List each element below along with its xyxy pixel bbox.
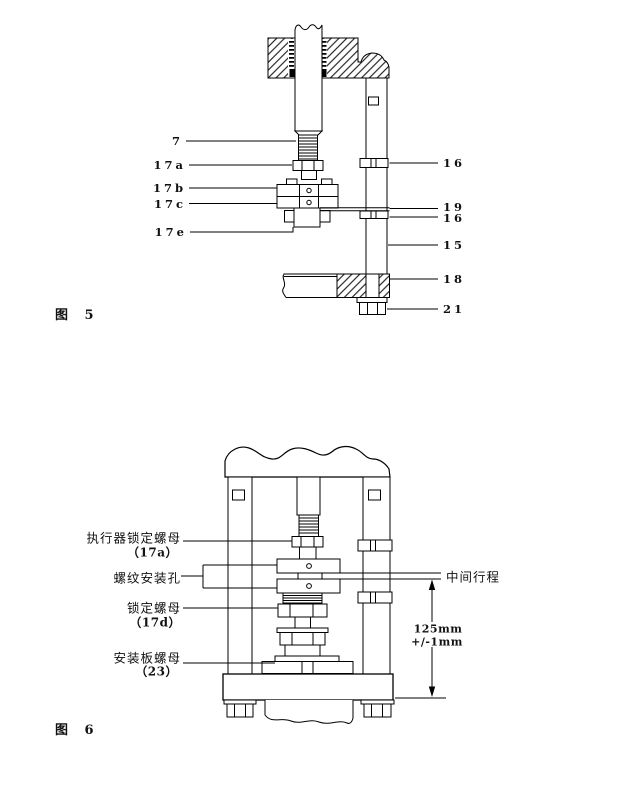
dimension-tolerance: +/-1mm xyxy=(411,635,463,648)
figure6-nut-left-washer xyxy=(223,699,257,705)
figure5-housing-hatched-block xyxy=(267,37,390,79)
component-label-threaded-mounting-hole: 螺纹安装孔 xyxy=(113,570,181,586)
component-label-actuator-lock-nut: 执行器锁定螺母 xyxy=(86,530,181,546)
figure6-actuator-lock-nut xyxy=(291,536,324,548)
figure5-coupling-hole-upper xyxy=(306,187,312,194)
figure5-actuator-stem xyxy=(294,24,323,132)
figure6-right-column-window xyxy=(368,489,381,501)
figure6-dimension-arrow-down xyxy=(428,686,436,697)
figure6-adapter-block xyxy=(284,644,321,657)
component-label-mounting-plate-nut: 安装板螺母 xyxy=(113,650,181,666)
figure5-lock-nut-17a xyxy=(292,160,324,171)
figure5-leader-17e xyxy=(190,227,294,233)
figure5-coupling-lower-block xyxy=(293,207,321,228)
figure5-clamp-tab-left xyxy=(286,178,298,185)
figure6-nut-left xyxy=(226,703,254,718)
figure6-mid-travel-lines xyxy=(340,572,441,580)
figure6-thin-plate xyxy=(274,655,340,662)
part-label-16-upper: 16 xyxy=(443,156,466,170)
figure6-coupling-tab xyxy=(297,572,323,580)
figure5-plate-hatch-left xyxy=(336,273,367,298)
figure6-hex-nut-lower xyxy=(279,632,326,646)
figure6-nut-right xyxy=(363,703,392,718)
figure5-stem-taper xyxy=(293,130,324,136)
part-label-16-lower: 16 xyxy=(443,210,466,225)
figure5-lock-nut-17a-facets xyxy=(301,160,315,171)
figure6-threaded-hole-upper xyxy=(306,563,312,569)
figure6-wide-plate xyxy=(261,661,354,674)
part-label-17a: 17a xyxy=(153,158,186,172)
figure6-drawing xyxy=(181,445,446,724)
figure5-washer-21 xyxy=(356,297,388,303)
part-label-7: 7 xyxy=(171,134,183,148)
figure5-collar-lower xyxy=(359,210,389,219)
figure5-clamp-nut-left xyxy=(284,210,295,223)
part-label-19: 19 xyxy=(443,200,466,214)
figure6-valve-body-break xyxy=(264,700,354,724)
figure5-stem-neck xyxy=(301,170,317,180)
figure5-clamp-nut-right xyxy=(319,210,331,223)
figure6-left-column-window xyxy=(232,489,245,501)
figure5-plate-break-edge xyxy=(282,273,287,298)
figure5-nut-21 xyxy=(359,302,386,315)
figure6-lock-nut-17d xyxy=(277,603,328,618)
component-label-lock-nut: 锁定螺母 xyxy=(126,600,181,616)
figure5-coupling-hole-lower xyxy=(306,199,312,206)
component-ref-23: （23） xyxy=(135,664,178,678)
figure6-nut-right-washer xyxy=(360,699,395,705)
figure6-left-column xyxy=(227,476,253,675)
figure6-stem-neck-upper xyxy=(299,546,317,560)
figure5-caption: 图 5 xyxy=(55,308,100,323)
figure5-yoke-column xyxy=(365,77,388,275)
figure6-leader-mounting-hole xyxy=(181,564,277,589)
figure5-clamp-tab-right xyxy=(321,178,333,185)
figure5-plate-hatch-right xyxy=(378,273,390,298)
figure6-washer xyxy=(276,627,329,633)
figure6-actuator-stem xyxy=(296,476,321,516)
dimension-value: 125mm xyxy=(413,622,463,636)
figure5-gland-right xyxy=(320,69,327,77)
part-label-17e: 17e xyxy=(154,225,187,239)
figure5-gland-left xyxy=(289,69,296,77)
figure6-mounting-plate xyxy=(222,673,394,701)
mid-travel-label: 中间行程 xyxy=(446,569,501,585)
part-label-17b: 17b xyxy=(152,181,186,195)
part-label-21: 21 xyxy=(443,302,466,316)
figure5-column-window xyxy=(368,96,379,106)
figure6-threaded-hole-lower xyxy=(306,583,312,589)
figure6-stem-neck-lower xyxy=(294,616,311,629)
part-label-18: 18 xyxy=(443,272,466,286)
figure5-drawing xyxy=(186,24,438,315)
figure6-right-column xyxy=(362,476,391,675)
figure6-dimension-arrow-up xyxy=(428,579,436,590)
figure5-stem-thread-lines xyxy=(299,137,317,160)
part-label-17c: 17c xyxy=(153,197,186,211)
component-ref-17a: （17a） xyxy=(127,545,178,559)
figure6-yoke-top xyxy=(224,445,391,478)
component-ref-17d: （17d） xyxy=(129,615,181,629)
figure6-caption: 图 6 xyxy=(55,723,100,738)
figure5-collar-upper xyxy=(359,158,389,168)
part-label-15: 15 xyxy=(443,238,466,252)
figure5-stem-threads xyxy=(298,134,318,161)
